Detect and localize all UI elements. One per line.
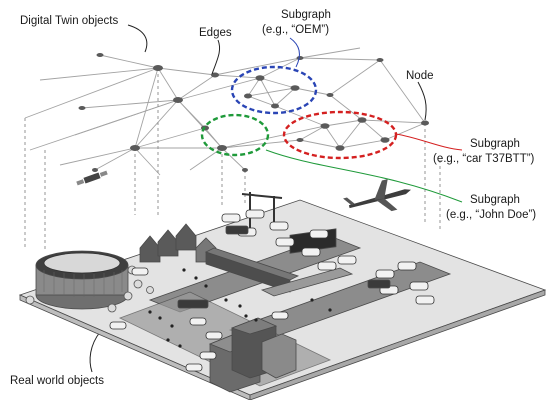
graph-node <box>153 65 163 71</box>
graph-node <box>296 138 304 142</box>
people <box>148 268 332 348</box>
label-subgraph-car-line1: Subgraph <box>470 138 520 150</box>
drone-icon <box>76 170 108 186</box>
label-subgraph-car-line2: (e.g., “car T37BTT”) <box>433 153 535 165</box>
graph-node <box>271 103 279 109</box>
graph-node <box>326 93 334 97</box>
graph-edges <box>24 47 426 176</box>
graph-node <box>217 145 227 151</box>
graph-node <box>211 72 219 78</box>
subgraph-oem-outline <box>230 65 318 115</box>
label-edges: Edges <box>199 27 232 39</box>
vehicles-dark <box>177 225 391 309</box>
tall-buildings <box>208 317 297 393</box>
labels: Digital Twin objects Edges Subgraph (e.g… <box>10 9 536 387</box>
graph-node <box>380 137 390 143</box>
houses <box>139 223 217 263</box>
airplane-icon <box>343 179 411 212</box>
subgraph-car-outline <box>282 110 398 160</box>
graph-node <box>255 75 265 81</box>
graph-node <box>244 93 252 99</box>
graph-node <box>242 168 248 172</box>
graph-node <box>92 168 98 172</box>
graph-node <box>357 117 367 123</box>
graph-nodes <box>78 53 429 172</box>
callout-lines <box>89 24 463 373</box>
label-node: Node <box>406 70 434 82</box>
label-subgraph-oem-line1: Subgraph <box>281 9 331 21</box>
graph-node <box>96 53 104 57</box>
graph-node <box>320 123 330 129</box>
city-illustration <box>18 192 547 400</box>
label-real-world-objects: Real world objects <box>10 375 104 387</box>
graph-node <box>173 97 183 103</box>
graph-node <box>78 106 86 110</box>
graph-node <box>335 145 345 151</box>
label-subgraph-john-line2: (e.g., “John Doe”) <box>446 209 536 221</box>
graph-node <box>290 85 300 91</box>
label-subgraph-john-line1: Subgraph <box>470 194 520 206</box>
cars <box>109 209 435 372</box>
graph-node <box>130 145 140 151</box>
graph-node <box>421 120 429 126</box>
subgraph-john-outline <box>200 113 270 157</box>
stadium <box>35 250 129 310</box>
graph-node <box>376 58 384 62</box>
label-subgraph-oem-line2: (e.g., “OEM”) <box>262 24 329 36</box>
graph-node <box>296 56 304 60</box>
label-digital-twin-objects: Digital Twin objects <box>20 15 118 27</box>
projection-lines <box>24 68 441 250</box>
